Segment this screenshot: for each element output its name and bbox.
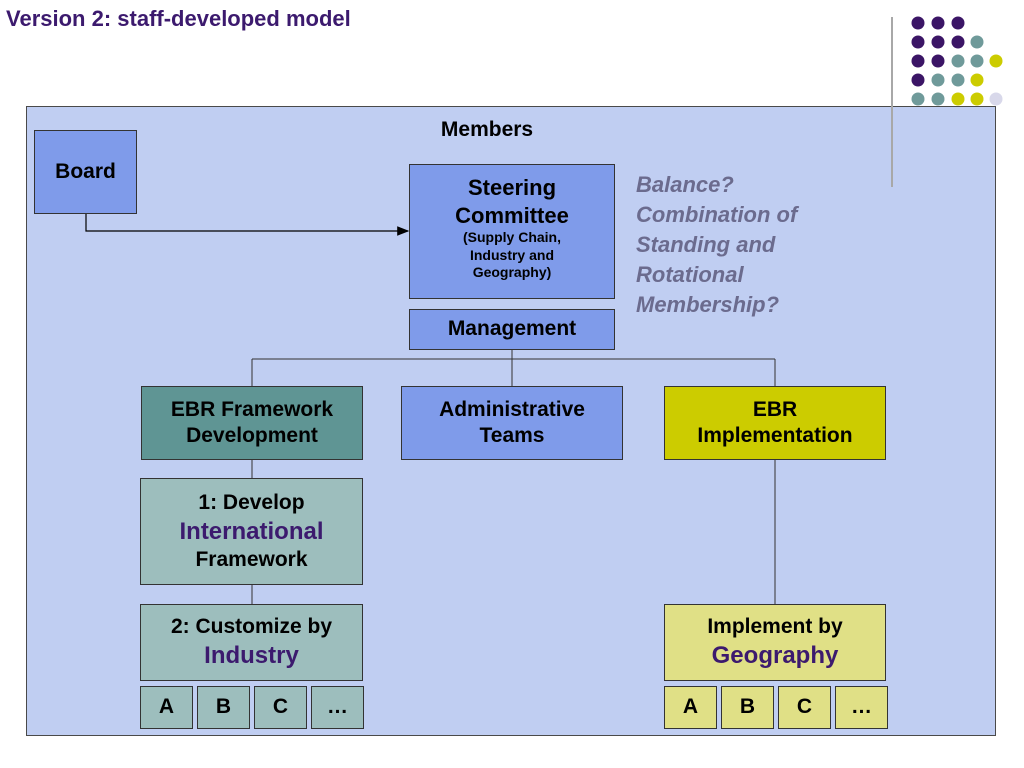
balance-note: Balance? Combination of Standing and Rot… [636, 170, 886, 320]
industry-sub-box: A [140, 686, 193, 729]
dot-row-1 [911, 16, 965, 30]
dot [931, 92, 945, 106]
dot [951, 73, 965, 87]
develop-line-3: Framework [195, 547, 308, 571]
develop-line-1: 1: Develop [198, 491, 305, 515]
dot [911, 35, 925, 49]
dot [970, 35, 984, 49]
industry-sub-box: B [197, 686, 250, 729]
ebr-implementation-line-2: Implementation [697, 424, 853, 447]
balance-note-line: Membership? [636, 291, 780, 317]
dot [970, 73, 984, 87]
dot [931, 16, 945, 30]
geography-sub-box: B [721, 686, 774, 729]
dot [911, 16, 925, 30]
implement-line-1: Implement by [707, 615, 843, 639]
dot-row-2 [911, 35, 984, 49]
ebr-framework-line-2: Development [186, 424, 318, 447]
develop-accent: International [179, 517, 324, 545]
members-label: Members [440, 118, 534, 141]
steering-sub-2: Industry and [469, 246, 554, 263]
management-box: Management [409, 309, 615, 350]
dot [931, 73, 945, 87]
slide-title: Version 2: staff-developed model [6, 6, 351, 31]
geography-sub-label: A [682, 695, 699, 719]
steering-sub-1: (Supply Chain, [463, 229, 561, 245]
industry-sub-label: B [215, 695, 232, 719]
steering-line-1: Steering [467, 175, 557, 200]
dot [951, 35, 965, 49]
develop-international-framework-box: 1: Develop International Framework [140, 478, 363, 585]
geography-sub-box: A [664, 686, 717, 729]
dot [970, 92, 984, 106]
ebr-implementation-box: EBR Implementation [664, 386, 886, 460]
dot-row-5 [911, 92, 1003, 106]
dot [989, 92, 1003, 106]
dot [989, 54, 1003, 68]
industry-sub-box: … [311, 686, 364, 729]
ebr-framework-line-1: EBR Framework [170, 397, 334, 421]
management-label: Management [447, 317, 577, 341]
industry-sub-label: C [272, 695, 289, 719]
balance-note-line: Standing and [636, 231, 776, 257]
customize-line-1: 2: Customize by [170, 615, 333, 639]
industry-sub-label: … [327, 695, 348, 719]
dot [911, 92, 925, 106]
geography-sub-label: C [796, 695, 813, 719]
balance-note-line: Combination of [636, 201, 798, 227]
admin-line-1: Administrative [439, 397, 585, 421]
geography-sub-label: B [739, 695, 756, 719]
dot [970, 54, 984, 68]
customize-by-industry-box: 2: Customize by Industry [140, 604, 363, 681]
dot [951, 92, 965, 106]
board-box: Board [34, 130, 137, 214]
dot [911, 73, 925, 87]
steering-line-2: Committee [455, 202, 569, 228]
customize-accent: Industry [204, 641, 299, 669]
steering-committee-box: Steering Committee (Supply Chain, Indust… [409, 164, 615, 299]
dot [951, 16, 965, 30]
steering-sub-3: Geography) [472, 264, 552, 280]
geography-sub-label: … [851, 695, 872, 719]
industry-sub-label: A [158, 695, 175, 719]
admin-line-2: Teams [479, 424, 545, 447]
dot [911, 54, 925, 68]
dot-row-4 [911, 73, 984, 87]
dot [931, 54, 945, 68]
ebr-implementation-line-1: EBR [752, 397, 798, 421]
implement-accent: Geography [711, 641, 839, 669]
dot [951, 54, 965, 68]
implement-by-geography-box: Implement by Geography [664, 604, 886, 681]
balance-note-line: Rotational [636, 261, 744, 287]
dot-row-3 [911, 54, 1003, 68]
geography-sub-box: C [778, 686, 831, 729]
board-label: Board [55, 160, 116, 183]
industry-sub-box: C [254, 686, 307, 729]
geography-sub-box: … [835, 686, 888, 729]
dot [931, 35, 945, 49]
divider-line [891, 17, 893, 187]
administrative-teams-box: Administrative Teams [401, 386, 623, 460]
balance-note-line: Balance? [636, 172, 734, 197]
ebr-framework-development-box: EBR Framework Development [141, 386, 363, 460]
